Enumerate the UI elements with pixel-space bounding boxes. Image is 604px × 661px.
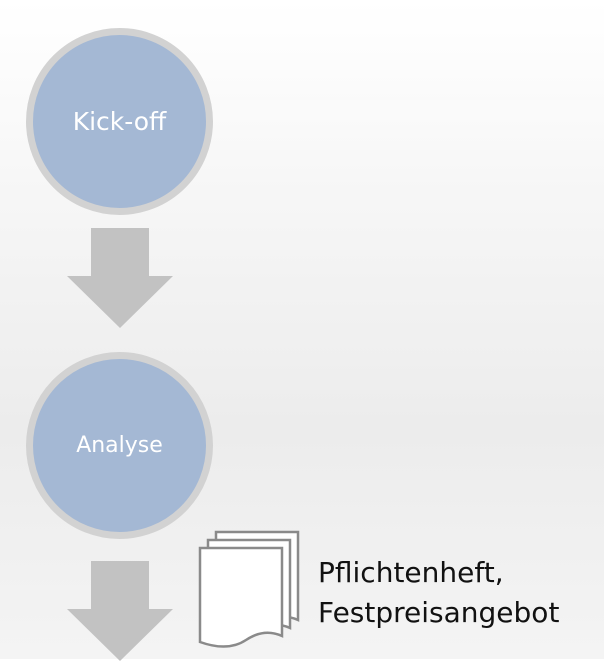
step-circle-analyse: Analyse: [26, 352, 213, 539]
step-label-kickoff: Kick-off: [72, 107, 167, 136]
step-circle-kickoff: Kick-off: [26, 28, 213, 215]
deliverable-line-1: Pflichtenheft,: [318, 556, 504, 589]
step-label-analyse: Analyse: [76, 433, 163, 458]
deliverable-line-2: Festpreisangebot: [318, 596, 560, 629]
document-stack-icon: [198, 530, 300, 648]
deliverable-label: Pflichtenheft, Festpreisangebot: [318, 553, 559, 633]
down-arrow-icon: [67, 561, 173, 661]
down-arrow-icon: [67, 228, 173, 328]
